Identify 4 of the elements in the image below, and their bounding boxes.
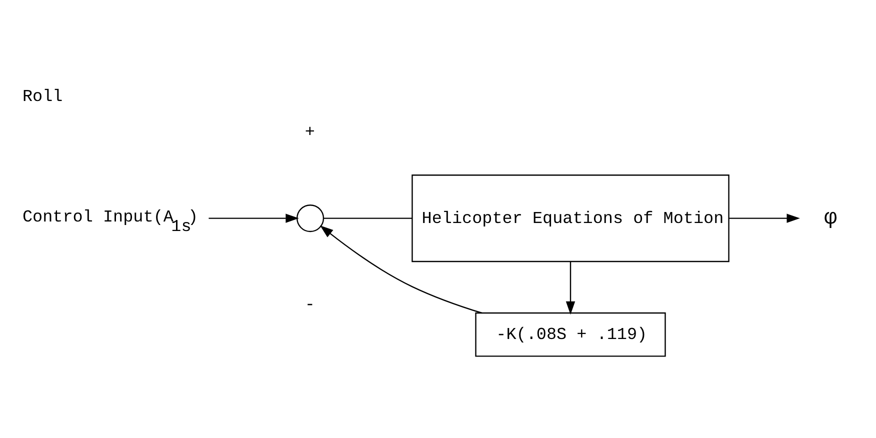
label: + (304, 122, 315, 142)
label: - (304, 296, 315, 315)
node-text: φ (824, 206, 838, 230)
diagram-title: Roll (22, 88, 63, 107)
